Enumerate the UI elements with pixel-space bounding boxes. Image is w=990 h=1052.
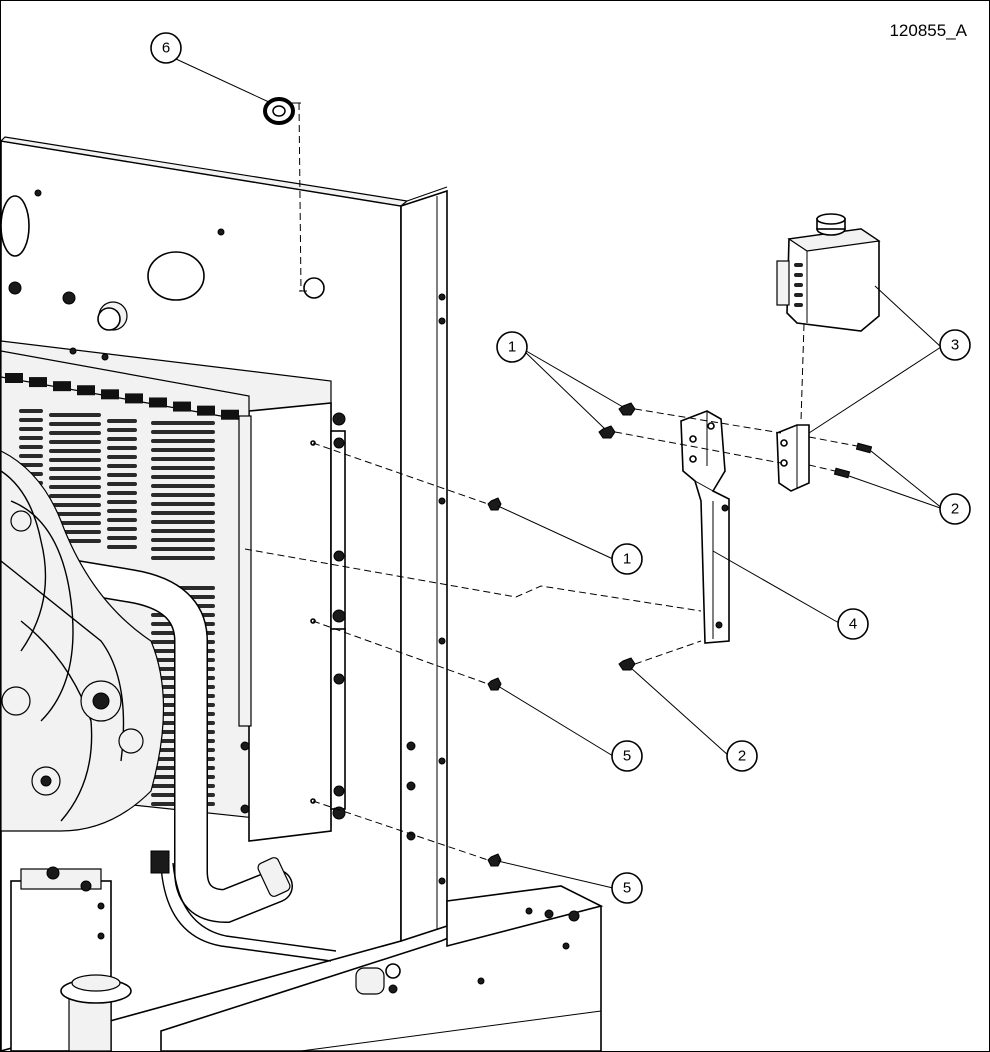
mounting-bracket (680, 410, 730, 644)
engine-assembly (1, 450, 165, 1051)
hardware-fasteners (487, 402, 873, 867)
bottle-bracket (776, 424, 810, 492)
svg-text:6: 6 (162, 40, 170, 57)
svg-text:2: 2 (951, 501, 959, 518)
callout-4: 4 (837, 608, 869, 640)
svg-text:2: 2 (738, 748, 746, 765)
drawing-number: 120855_A (889, 21, 967, 40)
base-skid (160, 885, 604, 1051)
leader-lines (175, 58, 944, 889)
callout-5-lower: 5 (611, 872, 643, 904)
svg-text:1: 1 (508, 339, 516, 356)
grommet-part (263, 97, 307, 292)
coolant-recovery-bottle (776, 213, 881, 422)
callout-1-middle: 1 (611, 543, 643, 575)
svg-text:3: 3 (951, 337, 959, 354)
svg-text:5: 5 (623, 880, 631, 897)
svg-text:1: 1 (623, 551, 631, 568)
svg-text:4: 4 (849, 616, 857, 633)
callout-5-upper: 5 (611, 740, 643, 772)
callout-6: 6 (150, 32, 182, 64)
callout-3: 3 (939, 329, 971, 361)
callout-balloons: 6 1 3 2 1 4 5 (150, 32, 971, 904)
callout-2-lower: 2 (726, 740, 758, 772)
assembly-lines (244, 408, 858, 861)
svg-text:5: 5 (623, 748, 631, 765)
callout-1-upper: 1 (496, 331, 528, 363)
coolant-hose (54, 559, 337, 962)
callout-2-right: 2 (939, 493, 971, 525)
